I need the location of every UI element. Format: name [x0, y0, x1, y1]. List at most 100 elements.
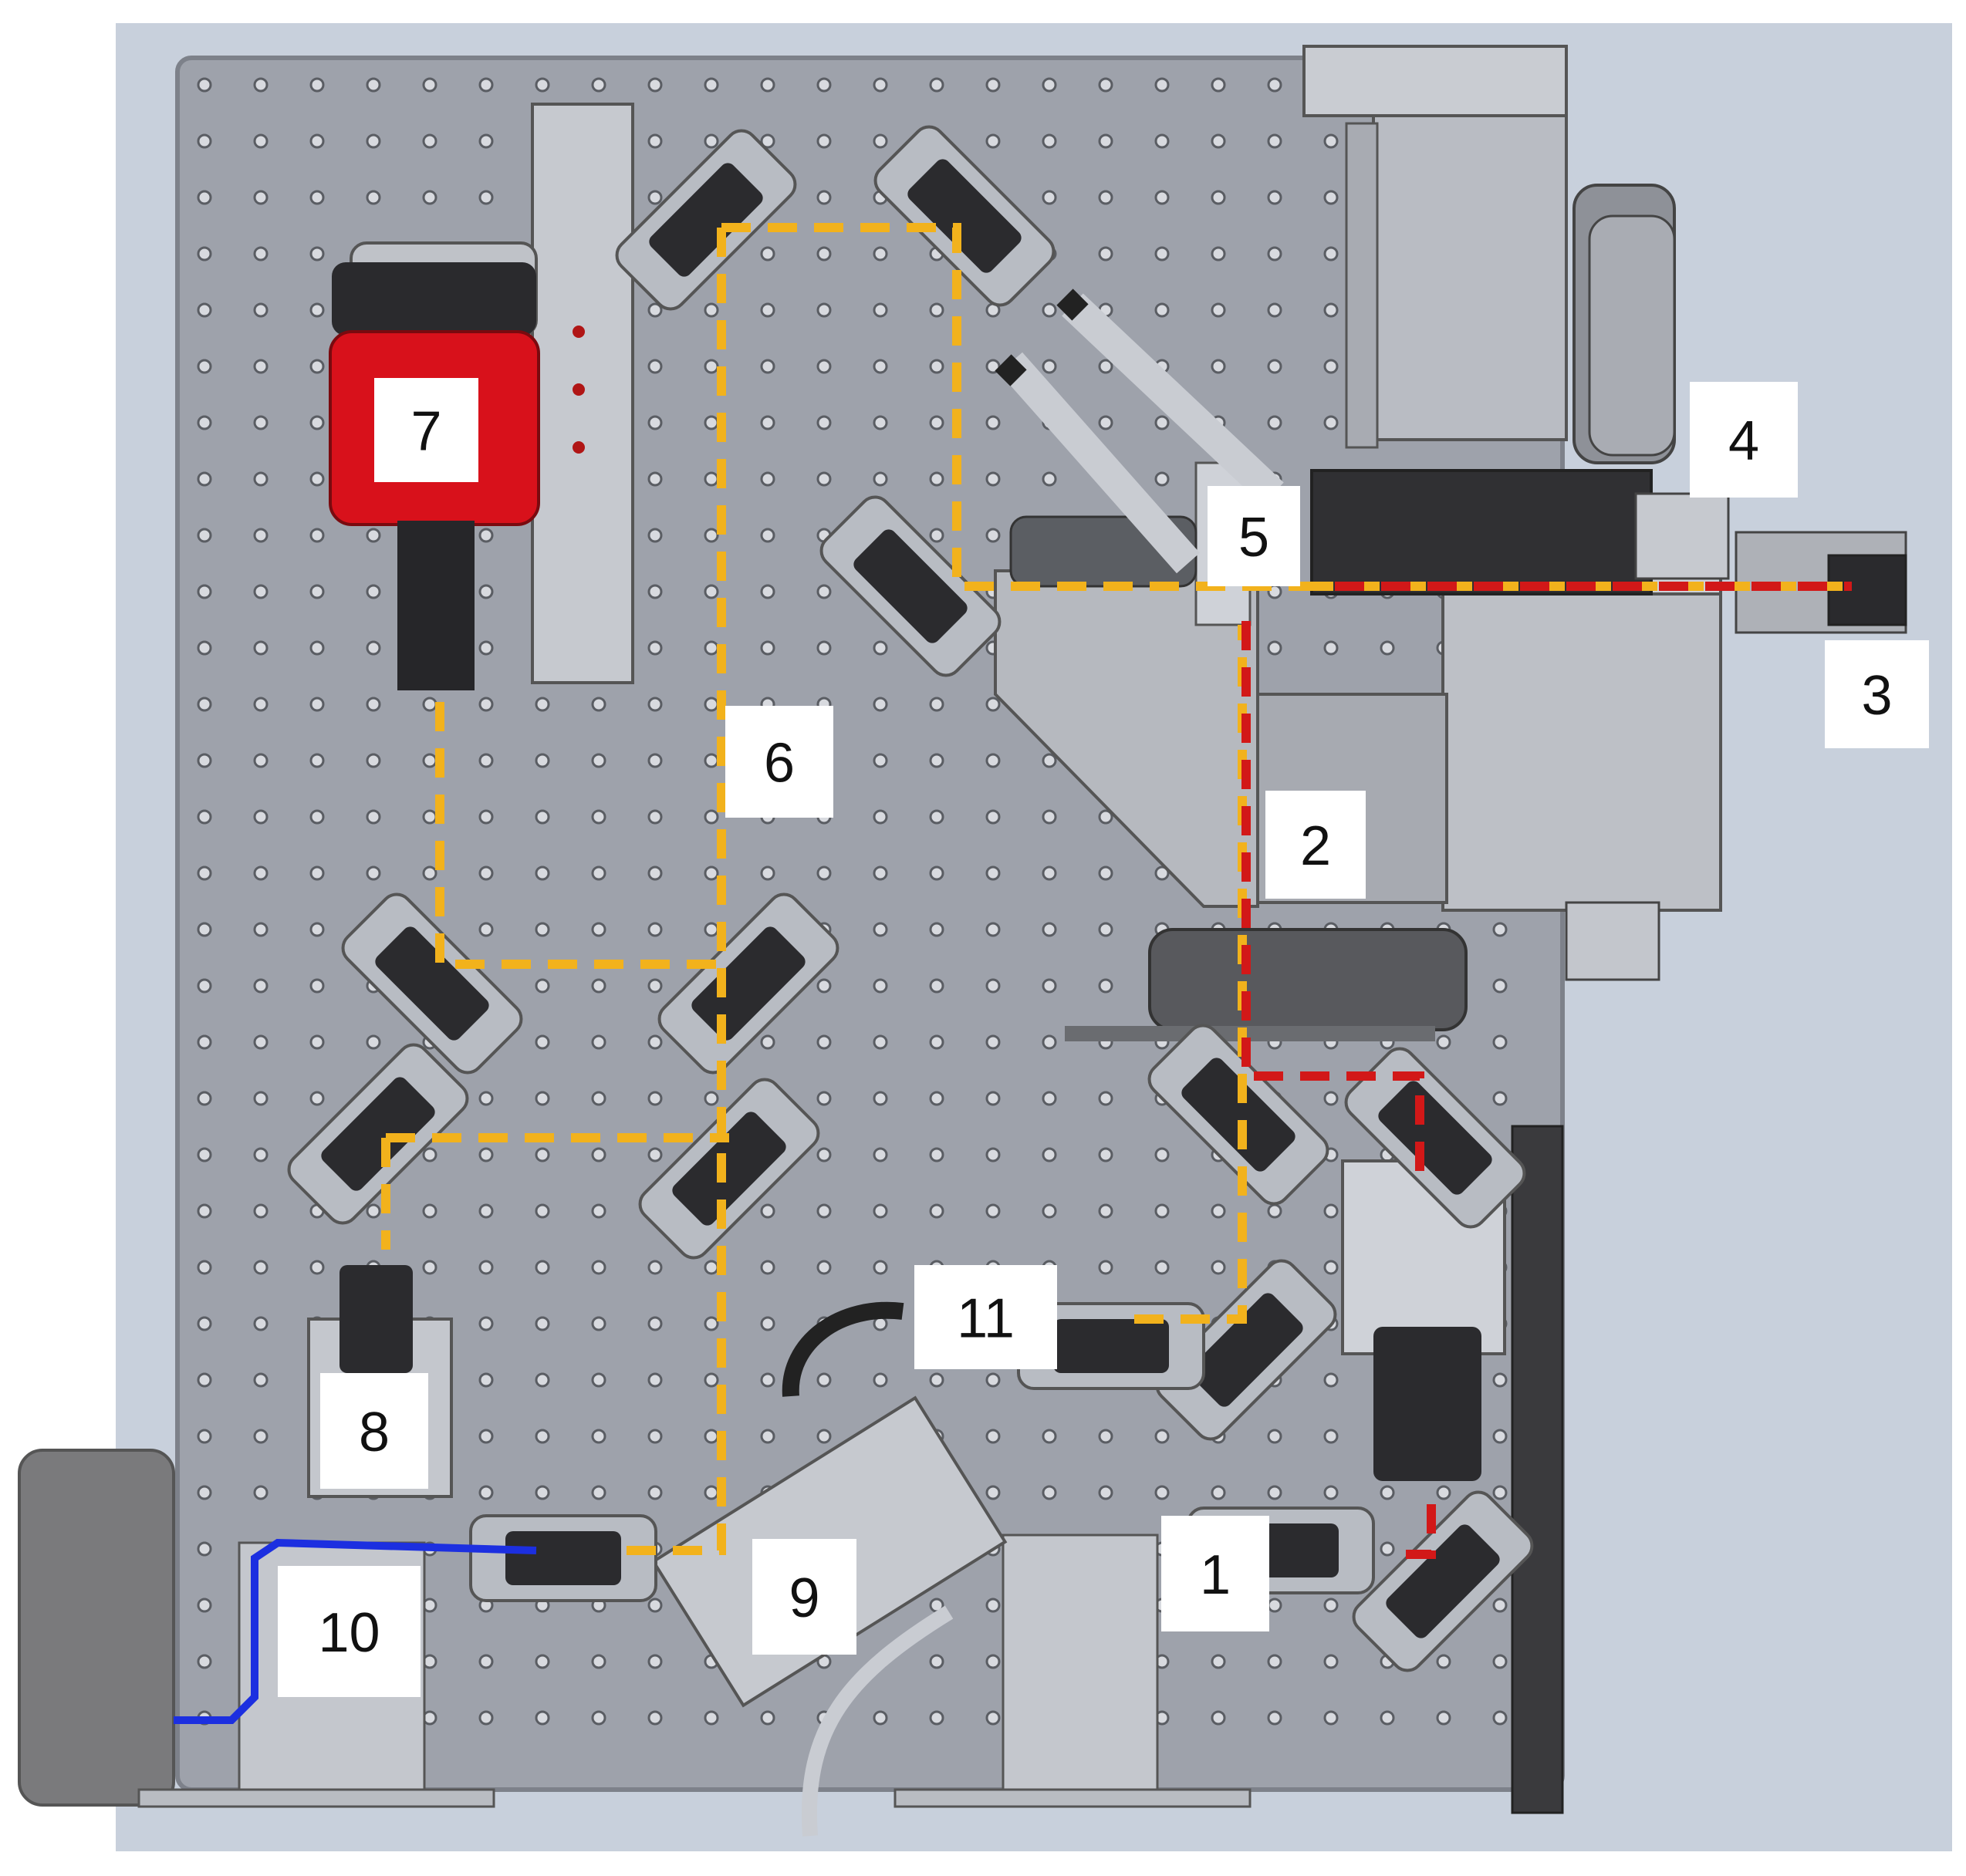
- hole: [647, 415, 663, 430]
- hole: [647, 1598, 663, 1613]
- hole: [704, 1260, 719, 1275]
- hole: [1267, 246, 1282, 261]
- hole: [929, 302, 944, 318]
- mirror-mount: [469, 1514, 657, 1602]
- hole: [535, 922, 550, 937]
- hole: [478, 190, 494, 205]
- hole: [1380, 640, 1395, 656]
- hole: [591, 922, 606, 937]
- hole: [253, 865, 269, 881]
- hole: [647, 1034, 663, 1050]
- hole: [1154, 1147, 1170, 1162]
- hole: [197, 865, 212, 881]
- hole: [816, 584, 832, 599]
- hole: [760, 1316, 775, 1331]
- hole: [1211, 133, 1226, 149]
- hole: [253, 978, 269, 994]
- hole: [591, 77, 606, 93]
- hole: [1098, 865, 1113, 881]
- hole: [1211, 190, 1226, 205]
- hole: [873, 1091, 888, 1106]
- hole: [647, 1091, 663, 1106]
- hole: [985, 133, 1001, 149]
- hole: [704, 359, 719, 374]
- hole: [1323, 1260, 1339, 1275]
- hole: [873, 753, 888, 768]
- hole: [253, 753, 269, 768]
- hole: [1211, 246, 1226, 261]
- hole: [309, 528, 325, 543]
- hole: [816, 1372, 832, 1388]
- hole: [929, 865, 944, 881]
- hole: [1211, 1710, 1226, 1726]
- vertical-rail: [531, 103, 634, 684]
- hole: [1492, 1654, 1508, 1669]
- hole: [647, 528, 663, 543]
- hole: [197, 753, 212, 768]
- hole: [1380, 1541, 1395, 1557]
- hole: [1042, 1203, 1057, 1219]
- hole: [704, 640, 719, 656]
- hole: [366, 77, 381, 93]
- callout-box: [1208, 486, 1300, 586]
- hole: [535, 1710, 550, 1726]
- hole: [647, 1147, 663, 1162]
- callout-2: 2: [1265, 791, 1366, 899]
- hole: [704, 302, 719, 318]
- hole: [929, 753, 944, 768]
- hole: [1267, 415, 1282, 430]
- hole: [309, 809, 325, 825]
- hole: [816, 359, 832, 374]
- hole: [704, 1372, 719, 1388]
- hole: [1098, 246, 1113, 261]
- hole: [1267, 640, 1282, 656]
- hole: [816, 1429, 832, 1444]
- hole: [253, 415, 269, 430]
- hole: [478, 1203, 494, 1219]
- hole: [647, 753, 663, 768]
- hole: [1211, 77, 1226, 93]
- hole: [1042, 1147, 1057, 1162]
- hole: [647, 697, 663, 712]
- hole: [985, 1710, 1001, 1726]
- hole: [647, 865, 663, 881]
- hole: [1267, 302, 1282, 318]
- hole: [1267, 1598, 1282, 1613]
- hole: [197, 1091, 212, 1106]
- callout-number: 7: [410, 401, 441, 463]
- hole: [647, 1485, 663, 1500]
- hole: [422, 697, 437, 712]
- hole: [816, 978, 832, 994]
- hole: [704, 133, 719, 149]
- hole: [873, 1034, 888, 1050]
- hole: [760, 1372, 775, 1388]
- hole: [197, 77, 212, 93]
- hole: [647, 809, 663, 825]
- hole: [535, 697, 550, 712]
- mirror-mount: [341, 892, 523, 1075]
- hole: [873, 415, 888, 430]
- hole: [535, 1034, 550, 1050]
- hole: [1211, 1203, 1226, 1219]
- hole: [1267, 1710, 1282, 1726]
- hole: [704, 77, 719, 93]
- hole: [929, 922, 944, 937]
- callout-number: 8: [359, 1402, 390, 1463]
- hole: [704, 753, 719, 768]
- hole: [253, 1034, 269, 1050]
- hole: [985, 1654, 1001, 1669]
- hole: [1042, 190, 1057, 205]
- hole: [591, 865, 606, 881]
- hole: [929, 1372, 944, 1388]
- hole: [253, 1429, 269, 1444]
- hole: [929, 77, 944, 93]
- hole: [253, 1485, 269, 1500]
- hole: [1042, 1034, 1057, 1050]
- hole: [760, 415, 775, 430]
- callout-box: [1825, 640, 1929, 748]
- hole: [309, 922, 325, 937]
- hole: [197, 1260, 212, 1275]
- hole: [1492, 978, 1508, 994]
- hole: [760, 1710, 775, 1726]
